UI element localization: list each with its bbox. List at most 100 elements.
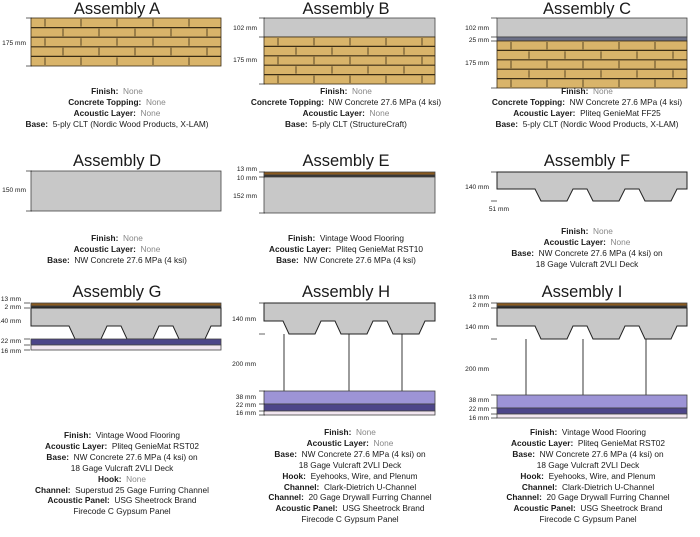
description-key: Base:	[285, 118, 308, 129]
dimension-label: 140 mm	[0, 318, 21, 325]
description-line: Concrete Topping: NW Concrete 27.6 MPa (…	[196, 97, 496, 108]
assembly-title: Assembly I	[542, 283, 623, 301]
description-line: Acoustic Layer: Pliteq GenieMat RST02	[0, 441, 272, 452]
description-line: Acoustic Layer: None	[0, 108, 267, 119]
description-value: Vintage Wood Flooring	[95, 430, 180, 440]
description-value: None	[145, 96, 166, 107]
description-key: Acoustic Layer:	[73, 107, 136, 118]
description-value: None	[140, 243, 161, 254]
dimension-label: 150 mm	[2, 187, 26, 194]
description-line: Finish: None	[200, 427, 500, 438]
description-value: None	[592, 86, 613, 96]
concrete-topping	[496, 17, 688, 38]
description-value: Pliteq GenieMat RST10	[335, 243, 424, 254]
description-line: Firecode C Gypsum Panel	[200, 514, 500, 525]
concrete-slab	[30, 170, 222, 212]
description-line: Acoustic Panel: USG Sheetrock Brand	[438, 503, 700, 514]
description-line: Base: NW Concrete 27.6 MPa (4 ksi) on	[0, 452, 272, 463]
dimension-label: 13 mm	[1, 296, 22, 303]
description-key: Finish:	[561, 86, 589, 96]
description-value: Pliteq GenieMat RST02	[577, 437, 666, 448]
description-value: 5-ply CLT (Nordic Wood Products, X-LAM)	[52, 118, 209, 129]
assembly-title: Assembly D	[73, 152, 161, 170]
assembly-title: Assembly C	[543, 0, 631, 18]
dimension-label: 22 mm	[1, 338, 22, 345]
description-key: Finish:	[530, 427, 558, 437]
clt-panel	[30, 17, 222, 67]
description-line: Base: 5-ply CLT (Nordic Wood Products, X…	[0, 119, 267, 130]
description-value: Firecode C Gypsum Panel	[301, 514, 399, 525]
dimension-label: 102 mm	[233, 25, 257, 32]
description-key: Base:	[46, 451, 69, 462]
dimension-label: 152 mm	[233, 193, 257, 200]
description-value: Eyehooks, Wire, and Plenum	[310, 470, 418, 481]
description-value: Vintage Wood Flooring	[561, 427, 646, 437]
description-key: Finish:	[91, 233, 119, 243]
description-value: Clark-Dietrich U-Channel	[323, 481, 417, 492]
description-value: NW Concrete 27.6 MPa (4 ksi)	[303, 254, 416, 265]
description-line: Base: 5-ply CLT (Nordic Wood Products, X…	[437, 119, 700, 130]
dimension-label: 16 mm	[236, 410, 257, 417]
dimension-label: 22 mm	[236, 402, 257, 409]
description-value: 5-ply CLT (Nordic Wood Products, X-LAM)	[522, 118, 679, 129]
description-value: None	[610, 236, 631, 247]
description-key: Hook:	[98, 473, 122, 484]
description-line: Hook: None	[0, 474, 272, 485]
description-line: Channel: Clark-Dietrich U-Channel	[200, 482, 500, 493]
description-value: None	[126, 473, 146, 484]
assembly-title: Assembly A	[74, 0, 160, 18]
dimension-label: 140 mm	[465, 324, 489, 331]
dimension-label: 102 mm	[465, 25, 489, 32]
description-line: Finish: Vintage Wood Flooring	[196, 233, 496, 244]
description-value: Firecode C Gypsum Panel	[73, 506, 171, 517]
description-key: Acoustic Layer:	[268, 243, 332, 254]
description-key: Finish:	[561, 226, 589, 236]
description-key: Acoustic Layer:	[302, 107, 365, 118]
description-line: Base: NW Concrete 27.6 MPa (4 ksi) on	[438, 449, 700, 460]
description-key: Channel:	[268, 492, 304, 503]
description-line: Acoustic Layer: Pliteq GenieMat RST02	[438, 438, 700, 449]
description-value: NW Concrete 27.6 MPa (4 ksi) on	[73, 451, 198, 462]
description-line: Acoustic Layer: None	[0, 244, 267, 255]
description-line: Finish: Vintage Wood Flooring	[438, 427, 700, 438]
description-key: Acoustic Layer:	[44, 440, 108, 451]
concrete-topping	[263, 17, 436, 38]
description-key: Acoustic Layer:	[513, 107, 576, 118]
dimension-label: 22 mm	[469, 406, 490, 413]
assembly-title: Assembly E	[302, 152, 389, 170]
description-line: Finish: None	[196, 86, 496, 97]
description-value: None	[122, 233, 143, 243]
description-line: Base: NW Concrete 27.6 MPa (4 ksi) on	[200, 449, 500, 460]
description-value: USG Sheetrock Brand	[114, 495, 197, 506]
concrete-deck-slab	[496, 171, 688, 202]
description-value: None	[592, 226, 613, 236]
description-line: Concrete Topping: None	[0, 97, 267, 108]
dimension-label: 38 mm	[236, 394, 257, 401]
description-key: Finish:	[91, 86, 119, 96]
wood-flooring	[496, 302, 688, 307]
description-line: Finish: None	[437, 226, 700, 237]
assembly-title: Assembly F	[544, 152, 630, 170]
description-value: 18 Gage Vulcraft 2VLI Deck	[298, 459, 402, 470]
description-line: Hook: Eyehooks, Wire, and Plenum	[438, 471, 700, 482]
concrete-deck-slab	[496, 307, 688, 340]
description-line: Acoustic Panel: USG Sheetrock Brand	[200, 503, 500, 514]
description-line: Acoustic Layer: None	[196, 108, 496, 119]
furring-channel-space	[30, 338, 222, 346]
description-key: Acoustic Layer:	[306, 437, 369, 448]
description-key: Acoustic Layer:	[73, 243, 136, 254]
description-key: Base:	[274, 448, 297, 459]
description-key: Channel:	[283, 481, 320, 492]
dimension-label: 2 mm	[5, 304, 22, 311]
description-line: Acoustic Layer: None	[437, 237, 700, 248]
dimension-label: 16 mm	[469, 415, 490, 422]
description-line: Channel: Clark-Dietrich U-Channel	[438, 482, 700, 493]
dimension-label: 140 mm	[232, 316, 256, 323]
dimension-label: 140 mm	[465, 184, 489, 191]
dimension-label: 200 mm	[465, 366, 489, 373]
